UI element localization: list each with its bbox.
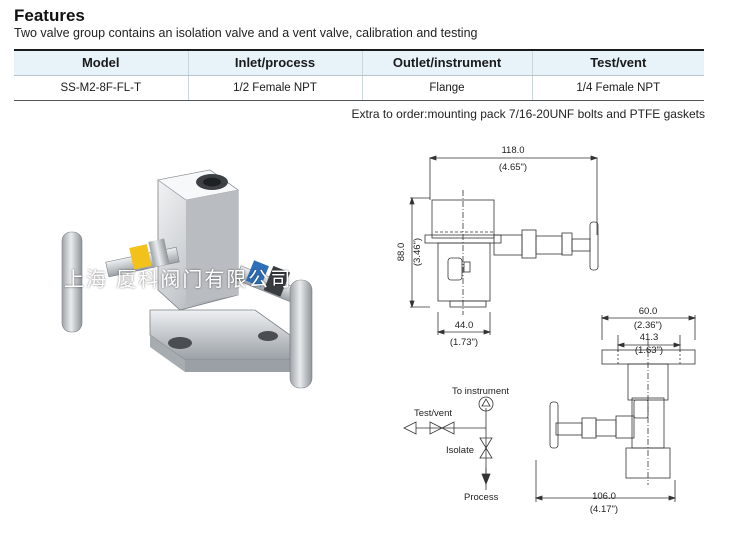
- dim-base-width-in: (1.73"): [450, 337, 478, 348]
- spec-table: Model Inlet/process Outlet/instrument Te…: [14, 49, 704, 101]
- product-photo: [61, 169, 313, 389]
- cell-outlet: Flange: [361, 75, 532, 101]
- label-process: Process: [464, 492, 499, 503]
- dim-overall-width-in: (4.65"): [499, 162, 527, 173]
- page-title: Features: [14, 6, 85, 25]
- table-row: SS-M2-8F-FL-T 1/2 Female NPT Flange 1/4 …: [14, 75, 704, 101]
- label-to-instrument: To instrument: [452, 386, 509, 397]
- dim-height-in: (3.46"): [412, 238, 423, 266]
- dim-bolt-spacing: 41.3: [640, 332, 659, 343]
- column-header-outlet: Outlet/instrument: [361, 50, 532, 76]
- dim-bolt-spacing-in: (1.63"): [635, 345, 663, 356]
- spec-table-header: Model Inlet/process Outlet/instrument Te…: [14, 50, 704, 76]
- cell-test-vent: 1/4 Female NPT: [531, 75, 704, 101]
- technical-drawing: 118.0 (4.65") 88.0 (3.46") 44.0 (1.73") …: [396, 145, 697, 515]
- dim-flange-width: 60.0: [639, 306, 658, 317]
- column-header-model: Model: [14, 50, 188, 76]
- page-subtitle: Two valve group contains an isolation va…: [14, 26, 478, 40]
- cell-model: SS-M2-8F-FL-T: [14, 75, 188, 101]
- column-header-inlet: Inlet/process: [187, 50, 362, 76]
- dim-flange-width-in: (2.36"): [634, 320, 662, 331]
- watermark-text: 上海 厦科阀门有限公司: [64, 267, 293, 291]
- label-isolate: Isolate: [446, 445, 474, 456]
- dim-base-width: 44.0: [455, 320, 474, 331]
- extra-order-note: Extra to order:mounting pack 7/16-20UNF …: [351, 107, 705, 121]
- column-header-test-vent: Test/vent: [531, 50, 704, 76]
- dim-depth-in: (4.17"): [590, 504, 618, 515]
- dim-overall-width: 118.0: [501, 145, 524, 156]
- label-test-vent: Test/vent: [414, 408, 452, 419]
- dim-height: 88.0: [396, 243, 407, 262]
- dim-depth: 106.0: [592, 491, 616, 502]
- cell-inlet: 1/2 Female NPT: [187, 75, 362, 101]
